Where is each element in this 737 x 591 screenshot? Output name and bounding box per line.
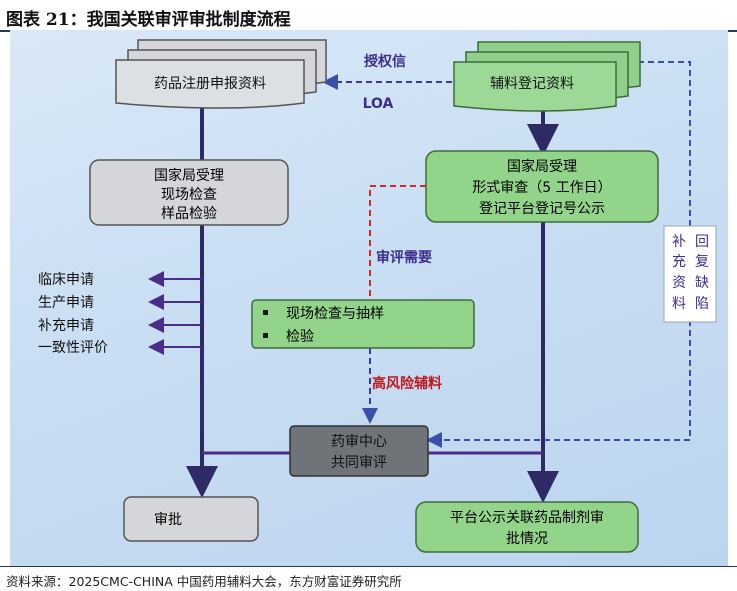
application-list: 临床申请 生产申请 补充申请 一致性评价 bbox=[38, 272, 108, 356]
bullet-icon bbox=[263, 310, 268, 315]
nmpa-left-line-1: 国家局受理 bbox=[154, 167, 224, 184]
application-item-production: 生产申请 bbox=[38, 295, 94, 311]
platform-node: 平台公示关联药品制剂审 批情况 bbox=[415, 501, 639, 553]
nmpa-right-line-2: 形式审查（5 工作日） bbox=[472, 180, 611, 196]
loa-label: LOA bbox=[363, 96, 394, 112]
source-note: 资料来源：2025CMC-CHINA 中国药用辅料大会，东方财富证券研究所 bbox=[6, 574, 402, 589]
cde-line-2: 共同审评 bbox=[331, 455, 387, 471]
authorization-label: 授权信 bbox=[364, 53, 406, 70]
reply-char-2: 复 bbox=[695, 253, 709, 270]
nmpa-left-node: 国家局受理 现场检查 样品检验 bbox=[89, 159, 289, 226]
nmpa-right-line-3: 登记平台登记号公示 bbox=[479, 201, 605, 217]
supplement-reply-box: 补 充 资 料 回 复 缺 陷 bbox=[663, 225, 717, 323]
platform-line-1: 平台公示关联药品制剂审 bbox=[450, 510, 604, 526]
supplement-char-2: 充 bbox=[672, 254, 686, 270]
inspection-node: 现场检查与抽样 检验 bbox=[251, 299, 475, 349]
supplement-loop bbox=[426, 61, 691, 448]
figure-title: 图表 21：我国关联审评审批制度流程 bbox=[6, 10, 291, 30]
supplement-char-3: 资 bbox=[672, 275, 686, 291]
application-item-supplement: 补充申请 bbox=[38, 318, 94, 334]
excipient-registration-label: 辅料登记资料 bbox=[490, 76, 574, 92]
inspection-item-1: 现场检查与抽样 bbox=[286, 306, 384, 322]
inspection-item-2: 检验 bbox=[286, 329, 314, 345]
excipient-registration-node: 辅料登记资料 bbox=[453, 41, 641, 112]
application-item-clinical: 临床申请 bbox=[38, 272, 94, 288]
figure-footer: 资料来源：2025CMC-CHINA 中国药用辅料大会，东方财富证券研究所 bbox=[0, 566, 737, 591]
high-risk-label: 高风险辅料 bbox=[372, 375, 442, 392]
nmpa-left-line-3: 样品检验 bbox=[161, 206, 217, 222]
nmpa-right-line-1: 国家局受理 bbox=[507, 158, 577, 175]
supplement-char-1: 补 bbox=[672, 234, 686, 250]
approval-node: 审批 bbox=[123, 496, 259, 542]
cde-line-1: 药审中心 bbox=[331, 434, 387, 450]
drug-registration-node: 药品注册申报资料 bbox=[115, 39, 327, 109]
bullet-icon bbox=[263, 333, 268, 338]
cde-node: 药审中心 共同审评 bbox=[289, 425, 429, 477]
platform-line-2: 批情况 bbox=[506, 531, 548, 547]
review-needed-line bbox=[369, 185, 426, 300]
nmpa-left-line-2: 现场检查 bbox=[161, 187, 217, 203]
reply-char-3: 缺 bbox=[695, 275, 709, 291]
approval-label: 审批 bbox=[154, 512, 182, 528]
review-needed-label: 审评需要 bbox=[376, 249, 432, 266]
application-item-consistency: 一致性评价 bbox=[38, 340, 108, 356]
nmpa-right-node: 国家局受理 形式审查（5 工作日） 登记平台登记号公示 bbox=[425, 150, 659, 223]
drug-registration-label: 药品注册申报资料 bbox=[154, 76, 266, 92]
reply-char-4: 陷 bbox=[695, 296, 709, 312]
supplement-char-4: 料 bbox=[672, 296, 686, 312]
reply-char-1: 回 bbox=[695, 234, 709, 250]
